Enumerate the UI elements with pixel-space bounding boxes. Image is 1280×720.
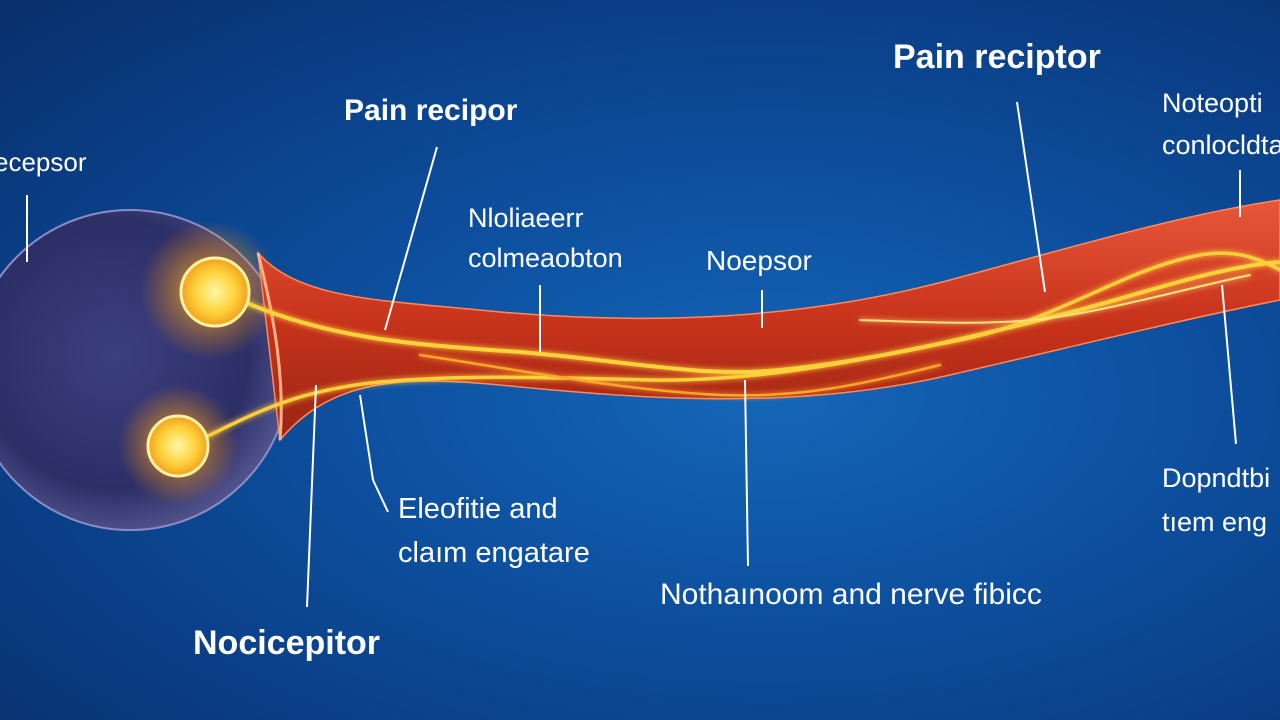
label-left-edge: ecepsor <box>0 147 87 177</box>
label-far-right-top: Noteopti conlocldta <box>1162 82 1280 166</box>
receptor-node <box>146 414 210 478</box>
label-mid-left-line2: colmeaobton <box>468 243 623 273</box>
leader-line <box>306 384 317 608</box>
leader-line <box>359 394 374 481</box>
label-lower-left-line1: Eleofitie and <box>398 493 558 525</box>
label-far-right-top-line2: conlocldta <box>1162 130 1280 160</box>
label-far-right-bottom: Dopndtbi tıem eng <box>1162 456 1270 544</box>
receptor-cell <box>0 209 291 531</box>
impulse-line <box>238 260 1280 375</box>
receptor-node <box>179 256 251 328</box>
label-bottom-center: Nothaınoom and nerve fibicc <box>660 578 1042 611</box>
impulse-line <box>859 274 1251 324</box>
leader-line <box>372 479 389 513</box>
fiber-end-rim <box>256 252 283 441</box>
label-far-right-bottom-line1: Dopndtbi <box>1162 463 1271 493</box>
label-mid-left: Nloliaeerr colmeaobton <box>468 198 623 278</box>
impulse-line <box>418 353 942 397</box>
leader-line <box>1016 101 1046 293</box>
label-far-right-top-line1: Noteopti <box>1162 88 1263 118</box>
label-lower-left: Eleofitie and claım engatare <box>398 487 590 575</box>
nerve-fiber <box>256 199 1280 442</box>
label-mid-center: Noepsor <box>706 245 812 276</box>
label-top-center: Pain recipor <box>344 94 518 127</box>
impulse-line <box>198 251 1280 442</box>
leader-line <box>744 379 749 567</box>
label-lower-left-line2: claım engatare <box>398 537 590 569</box>
label-far-right-bottom-line2: tıem eng <box>1162 507 1268 537</box>
label-mid-left-line1: Nloliaeerr <box>468 203 584 233</box>
label-bottom-left: Nocicepitor <box>193 624 381 662</box>
leader-line <box>384 146 438 331</box>
label-top-right: Pain reciptor <box>893 38 1101 76</box>
leader-line <box>1221 284 1237 445</box>
